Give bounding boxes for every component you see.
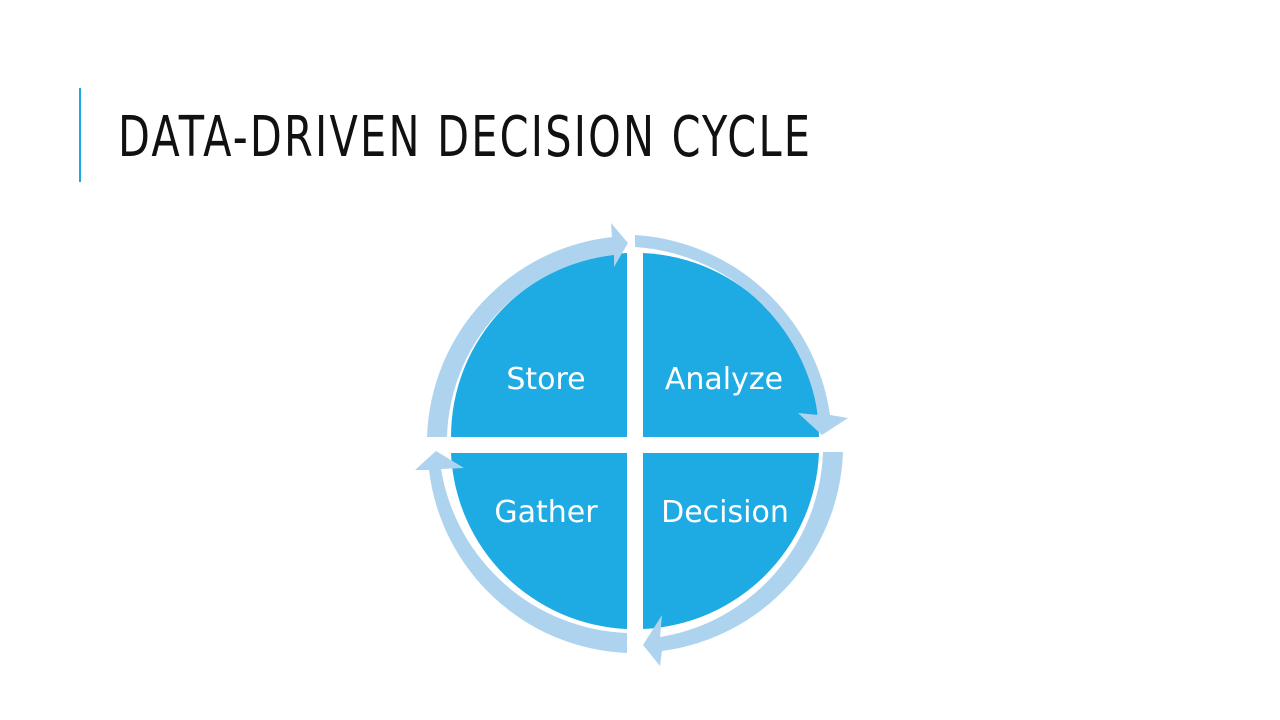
quadrant-label-decision: Decision xyxy=(661,495,789,530)
arrow-gather xyxy=(415,451,627,653)
quadrant-store xyxy=(450,253,627,437)
arrow-analyze xyxy=(635,235,848,435)
slide-title: DATA-DRIVEN DECISION CYCLE xyxy=(118,105,813,170)
cycle-diagram: Store Analyze Gather Decision xyxy=(415,223,848,666)
quadrant-gather xyxy=(451,453,627,629)
quadrant-analyze xyxy=(643,253,820,437)
quadrant-label-gather: Gather xyxy=(494,495,598,530)
quadrant-decision xyxy=(643,453,819,629)
arrow-decision xyxy=(643,452,843,666)
quadrant-label-store: Store xyxy=(506,362,585,397)
title-accent-bar xyxy=(79,88,81,182)
quadrant-label-analyze: Analyze xyxy=(665,362,783,397)
arrow-store xyxy=(427,223,628,437)
